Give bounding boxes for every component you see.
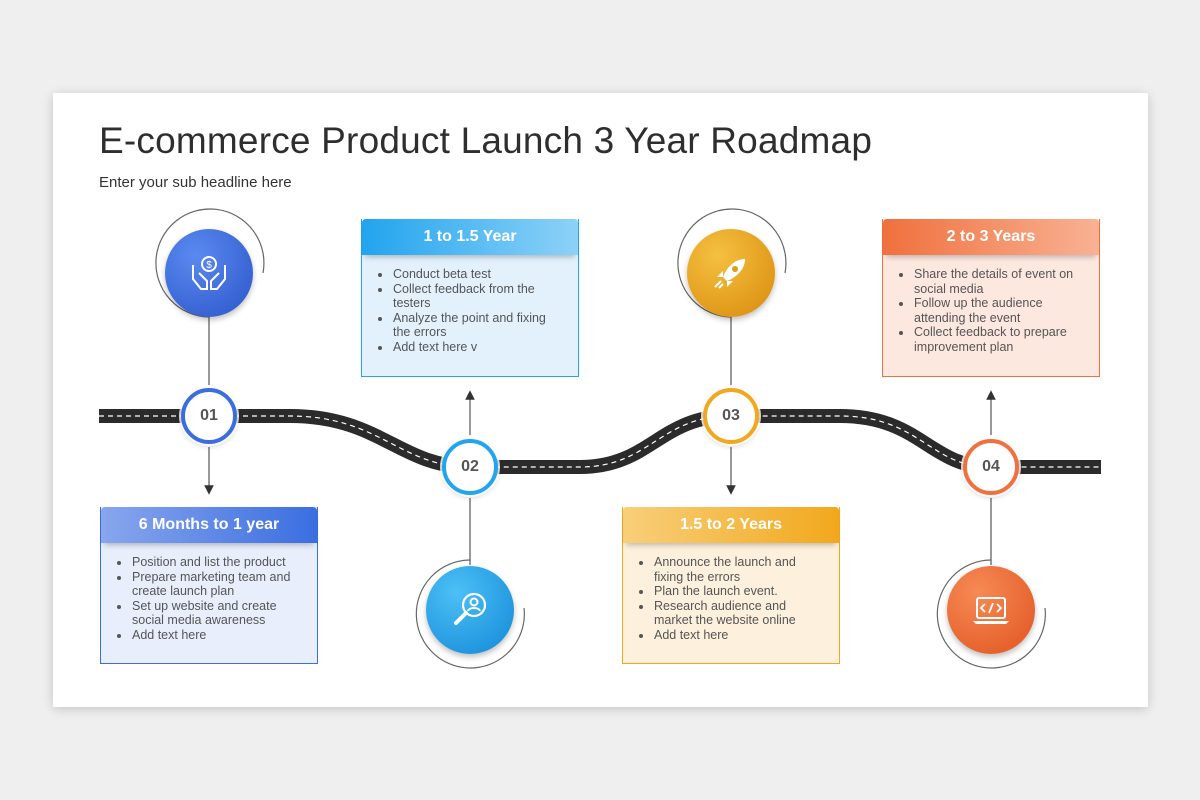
step-2-icon — [426, 566, 514, 654]
list-item: Collect feedback from the testers — [392, 282, 566, 311]
step-4-bullets: Share the details of event on social med… — [883, 255, 1099, 367]
laptop-code-icon — [973, 597, 1009, 624]
list-item: Position and list the product — [131, 555, 305, 570]
step-3-icon — [687, 229, 775, 317]
list-item: Add text here — [131, 628, 305, 643]
svg-text:$: $ — [206, 260, 212, 271]
step-1-bullets: Position and list the product Prepare ma… — [101, 543, 317, 655]
step-3-bullets: Announce the launch and fixing the error… — [623, 543, 839, 655]
road — [99, 409, 1101, 474]
step-2-heading: 1 to 1.5 Year — [362, 219, 578, 255]
list-item: Follow up the audience attending the eve… — [913, 296, 1087, 325]
step-4-card: 2 to 3 Years Share the details of event … — [882, 219, 1100, 377]
icon-ring — [936, 559, 1046, 669]
step-4-number: 04 — [963, 439, 1019, 495]
user-search-icon — [454, 592, 487, 625]
road-centerline — [99, 415, 1101, 468]
list-item: Conduct beta test — [392, 267, 566, 282]
icon-ring — [155, 208, 265, 318]
step-1-card: 6 Months to 1 year Position and list the… — [100, 507, 318, 664]
step-4-heading: 2 to 3 Years — [883, 219, 1099, 255]
page-title: E-commerce Product Launch 3 Year Roadmap — [99, 120, 873, 161]
step-3-number: 03 — [703, 388, 759, 444]
icon-ring — [677, 208, 787, 318]
step-3-card: 1.5 to 2 Years Announce the launch and f… — [622, 507, 840, 664]
list-item: Prepare marketing team and create launch… — [131, 570, 305, 599]
list-item: Analyze the point and fixing the errors — [392, 311, 566, 340]
list-item: Plan the launch event. — [653, 584, 827, 599]
step-2-number: 02 — [442, 439, 498, 495]
money-hands-icon: $ — [192, 256, 226, 290]
page-subtitle: Enter your sub headline here — [99, 174, 292, 191]
step-2-bullets: Conduct beta test Collect feedback from … — [362, 255, 578, 367]
rocket-icon — [714, 259, 745, 289]
step-1-heading: 6 Months to 1 year — [101, 507, 317, 543]
list-item: Research audience and market the website… — [653, 599, 827, 628]
list-item: Announce the launch and fixing the error… — [653, 555, 827, 584]
step-3-heading: 1.5 to 2 Years — [623, 507, 839, 543]
list-item: Share the details of event on social med… — [913, 267, 1087, 296]
list-item: Set up website and create social media a… — [131, 599, 305, 628]
list-item: Collect feedback to prepare improvement … — [913, 325, 1087, 354]
step-4-icon — [947, 566, 1035, 654]
step-1-number: 01 — [181, 388, 237, 444]
list-item: Add text here v — [392, 340, 566, 355]
step-2-card: 1 to 1.5 Year Conduct beta test Collect … — [361, 219, 579, 377]
list-item: Add text here — [653, 628, 827, 643]
step-1-icon: $ — [165, 229, 253, 317]
icon-ring — [415, 559, 525, 669]
